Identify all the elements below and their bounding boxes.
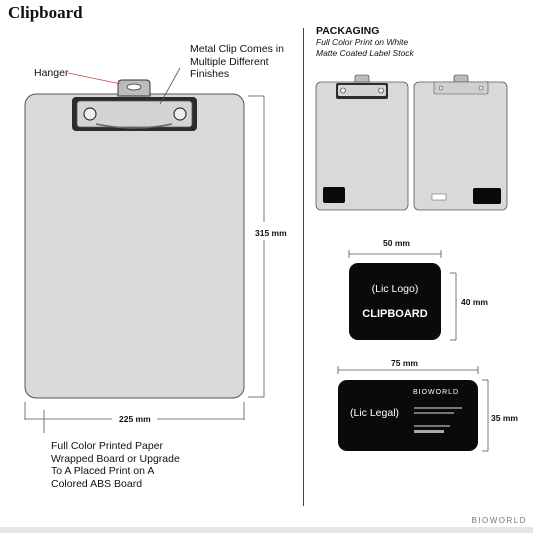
logo-label-placeholder: (Lic Logo) — [371, 283, 419, 295]
footer-bar — [0, 527, 533, 533]
width-dimension: 225 mm — [119, 414, 151, 424]
clip-lever — [95, 123, 173, 129]
legal-address-line — [414, 425, 450, 427]
logo-label-product: CLIPBOARD — [362, 308, 428, 320]
legal-height-dimension: 35 mm — [491, 413, 518, 423]
legal-label-brand: BIOWORLD — [413, 389, 460, 396]
legal-width-dimension: 75 mm — [391, 358, 418, 368]
clipboard-diagram — [24, 67, 265, 433]
height-dimension: 315 mm — [255, 228, 287, 238]
clip-plate — [76, 100, 193, 128]
packaging-back-label — [473, 188, 501, 204]
board-callout: Full Color Printed Paper Wrapped Board o… — [51, 440, 180, 490]
packaging-title: PACKAGING — [316, 25, 380, 37]
clip-callout: Metal Clip Comes in Multiple Different F… — [190, 43, 284, 80]
clip-rivet-right — [173, 107, 187, 121]
packaging-subtitle: Full Color Print on White Matte Coated L… — [316, 37, 414, 58]
packaging-front-hanger — [354, 74, 370, 83]
page-title: Clipboard — [8, 3, 83, 22]
legal-address-line — [414, 407, 462, 409]
logo-height-dimension: 40 mm — [461, 297, 488, 307]
logo-label: (Lic Logo) CLIPBOARD — [349, 263, 441, 340]
legal-label-placeholder: (Lic Legal) — [350, 407, 400, 419]
hanger-callout: Hanger — [34, 67, 69, 79]
logo-width-dimension: 50 mm — [383, 238, 410, 248]
hanger-hole — [126, 83, 142, 91]
legal-barcode — [414, 430, 444, 433]
footer-brand: BIOWORLD — [471, 516, 527, 525]
legal-address-line — [414, 412, 454, 414]
packaging-back-barcode — [431, 193, 447, 201]
packaging-front-label — [323, 187, 345, 203]
packaging-back-hanger — [453, 74, 469, 83]
packaging-back-clip — [433, 81, 489, 95]
legal-label: (Lic Legal) BIOWORLD — [338, 380, 478, 451]
packaging-views — [315, 74, 508, 211]
section-divider — [303, 28, 304, 506]
clip-rivet-left — [83, 107, 97, 121]
clipboard-board — [24, 93, 245, 399]
label-dimensions — [337, 250, 489, 452]
